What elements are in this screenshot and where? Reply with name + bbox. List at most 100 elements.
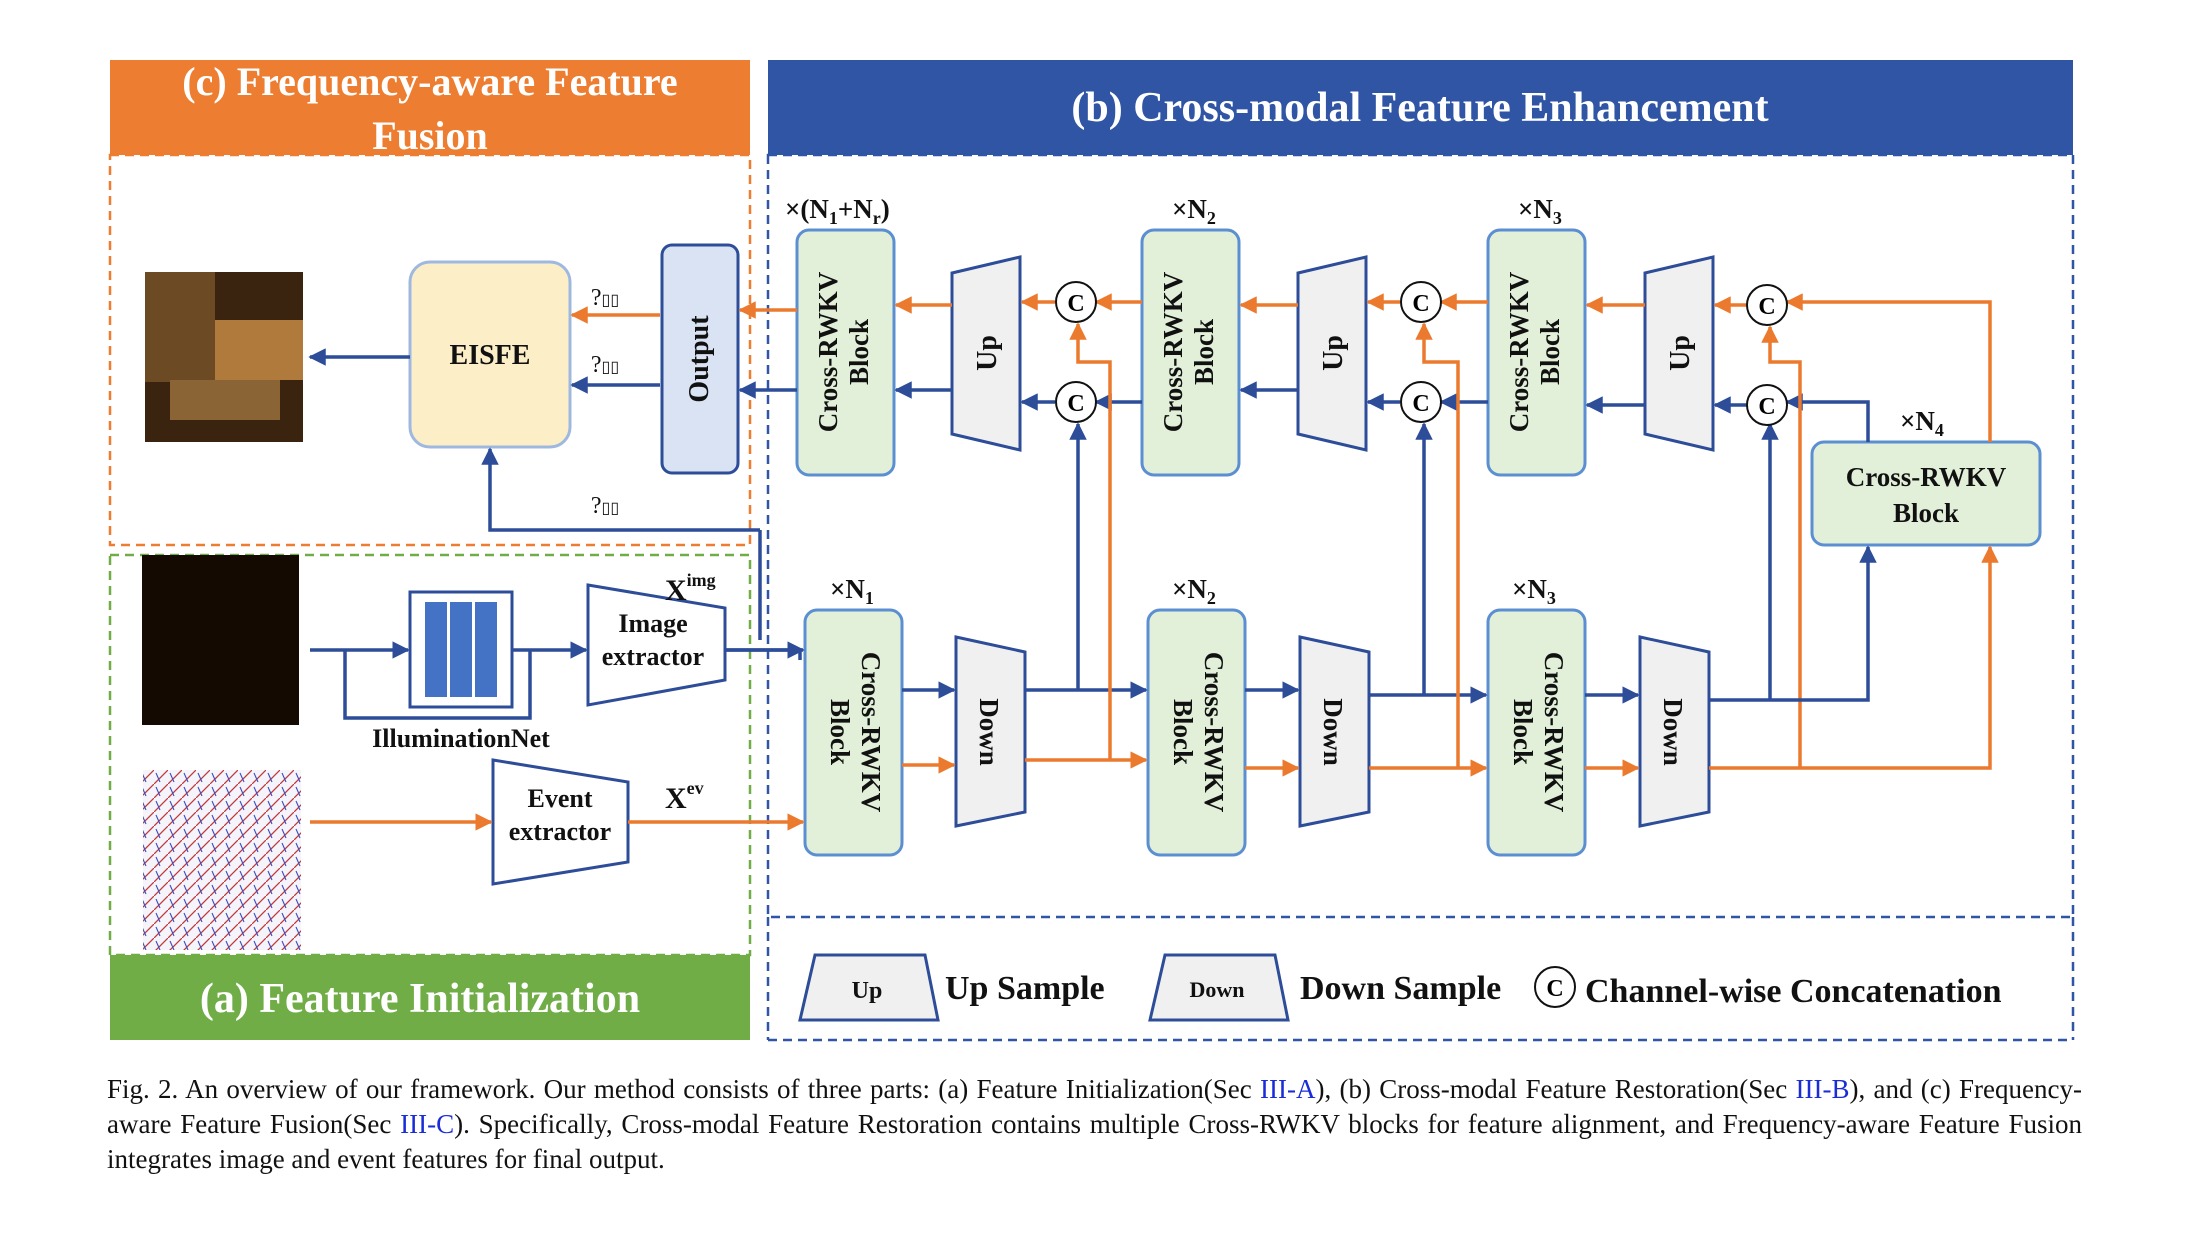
- cross-rwkv-label: Cross-RWKV: [1158, 271, 1188, 432]
- illumination-bar: [425, 602, 447, 697]
- cross-rwkv-label: Block: [1508, 699, 1538, 765]
- image-extractor-label: Image: [618, 609, 687, 638]
- section-c-border: [108, 153, 752, 547]
- down-label: Down: [1658, 698, 1688, 766]
- down-sample-block-3: [1638, 635, 1711, 828]
- caption-text: ), and (c) Frequency-aware Feature Fusio…: [107, 1074, 2082, 1139]
- cross-rwkv-label: Cross-RWKV: [1846, 462, 2007, 492]
- concat-icon: [1746, 384, 1788, 426]
- concat-icon: [1400, 281, 1442, 323]
- cross-rwkv-label: Block: [1189, 319, 1219, 385]
- output-image: [145, 272, 303, 442]
- legend-up-label: Up: [852, 978, 883, 1004]
- up-label: Up: [1318, 335, 1349, 371]
- image-extractor-block: [586, 583, 727, 707]
- caption-text: ). Specifically, Cross-modal Feature Res…: [107, 1109, 2082, 1174]
- down-sample-block-1: [954, 635, 1027, 828]
- section-c-title-line2: Fusion: [372, 113, 488, 158]
- output-label: Output: [684, 315, 715, 403]
- feature-label-3: ?▯▯: [591, 493, 619, 519]
- legend-up-text: Up Sample: [945, 970, 1105, 1007]
- up-sample-block-3: [1643, 255, 1715, 452]
- concat-icon: [1055, 381, 1097, 423]
- eisfe-block: [408, 260, 572, 449]
- multiplier-n2-bottom: ×N2: [1172, 574, 1216, 608]
- image-extractor-label: extractor: [602, 642, 704, 671]
- figure-caption: Fig. 2. An overview of our framework. Ou…: [107, 1072, 2082, 1177]
- event-extractor-label: Event: [528, 784, 593, 813]
- legend-concat-text: Channel-wise Concatenation: [1585, 973, 2002, 1010]
- up-sample-block-1: [950, 255, 1022, 452]
- concat-label: C: [1067, 291, 1084, 317]
- cross-rwkv-block-bottom-1: [803, 608, 904, 857]
- legend-concat-label: C: [1546, 976, 1563, 1002]
- event-input-image: [143, 770, 301, 950]
- concat-label: C: [1758, 394, 1775, 420]
- caption-link[interactable]: III-B: [1795, 1074, 1850, 1104]
- cross-rwkv-label: Block: [825, 699, 855, 765]
- caption-link[interactable]: III-C: [400, 1109, 455, 1139]
- legend-down-text: Down Sample: [1300, 970, 1501, 1007]
- legend-up-icon: [798, 953, 940, 1022]
- legend-down-icon: [1148, 953, 1290, 1022]
- multiplier-n1-bottom: ×N1: [830, 574, 874, 608]
- output-block: [660, 243, 740, 475]
- concat-nodes: C C C C C C: [1055, 281, 1788, 426]
- section-b: (b) Cross-modal Feature Enhancement: [766, 60, 2075, 1042]
- cross-rwkv-label: Cross-RWKV: [1199, 652, 1229, 813]
- section-c-title-line1: (c) Frequency-aware Feature: [182, 59, 677, 104]
- illumination-bar: [450, 602, 472, 697]
- caption-text: ), (b) Cross-modal Feature Restoration(S…: [1315, 1074, 1796, 1104]
- up-label: Up: [1665, 335, 1696, 371]
- cross-rwkv-block-top-3: [1486, 228, 1587, 477]
- cross-rwkv-block-n4: [1810, 440, 2042, 547]
- x-img-label: Ximg: [665, 570, 716, 607]
- section-a-border: [108, 553, 752, 957]
- concat-label: C: [1067, 391, 1084, 417]
- section-b-header: [768, 60, 2073, 155]
- cross-rwkv-label: Cross-RWKV: [1504, 271, 1534, 432]
- cross-rwkv-block-bottom-2: [1146, 608, 1247, 857]
- cross-rwkv-block-top-1: [795, 228, 896, 477]
- legend: Up Up Sample Down Down Sample C Channel-…: [798, 953, 2002, 1022]
- concat-icon: [1746, 284, 1788, 326]
- section-b-border: [766, 153, 2075, 919]
- legend-concat-icon: [1534, 966, 1576, 1008]
- caption-text: Fig. 2. An overview of our framework. Ou…: [107, 1074, 1260, 1104]
- up-sample-block-2: [1296, 255, 1368, 452]
- cross-rwkv-label: Cross-RWKV: [856, 652, 886, 813]
- multiplier-n3-bottom: ×N3: [1512, 574, 1556, 608]
- down-sample-block-2: [1298, 635, 1371, 828]
- x-ev-label: Xev: [665, 778, 704, 815]
- cross-rwkv-label: Block: [1535, 319, 1565, 385]
- illumination-net-label: IlluminationNet: [372, 724, 550, 753]
- feature-label-2: ?▯▯: [591, 352, 619, 378]
- section-b-title: (b) Cross-modal Feature Enhancement: [1071, 85, 1768, 131]
- lowlight-input-image: [142, 555, 299, 725]
- caption-link[interactable]: III-A: [1259, 1074, 1316, 1104]
- event-extractor-block: [491, 758, 630, 886]
- section-a-title: (a) Feature Initialization: [200, 976, 640, 1022]
- multiplier-n1-nr: ×(N1+Nr): [785, 194, 890, 228]
- event-extractor-label: extractor: [509, 817, 611, 846]
- illumination-bar: [475, 602, 497, 697]
- section-c: (c) Frequency-aware Feature Fusion: [108, 59, 752, 547]
- cross-rwkv-label: Block: [844, 319, 874, 385]
- cross-rwkv-block-bottom-3: [1486, 608, 1587, 857]
- multiplier-n3-top: ×N3: [1518, 194, 1562, 228]
- section-a: (a) Feature Initialization: [108, 553, 752, 1040]
- concat-label: C: [1412, 391, 1429, 417]
- up-label: Up: [972, 335, 1003, 371]
- concat-icon: [1400, 381, 1442, 423]
- feature-label-1: ?▯▯: [591, 285, 619, 311]
- down-label: Down: [1318, 698, 1348, 766]
- concat-label: C: [1758, 294, 1775, 320]
- section-c-header: [110, 60, 750, 155]
- cross-rwkv-label: Cross-RWKV: [1539, 652, 1569, 813]
- down-label: Down: [974, 698, 1004, 766]
- cross-rwkv-label: Block: [1893, 498, 1959, 528]
- cross-rwkv-label: Block: [1168, 699, 1198, 765]
- section-a-header: [110, 955, 750, 1040]
- concat-label: C: [1412, 291, 1429, 317]
